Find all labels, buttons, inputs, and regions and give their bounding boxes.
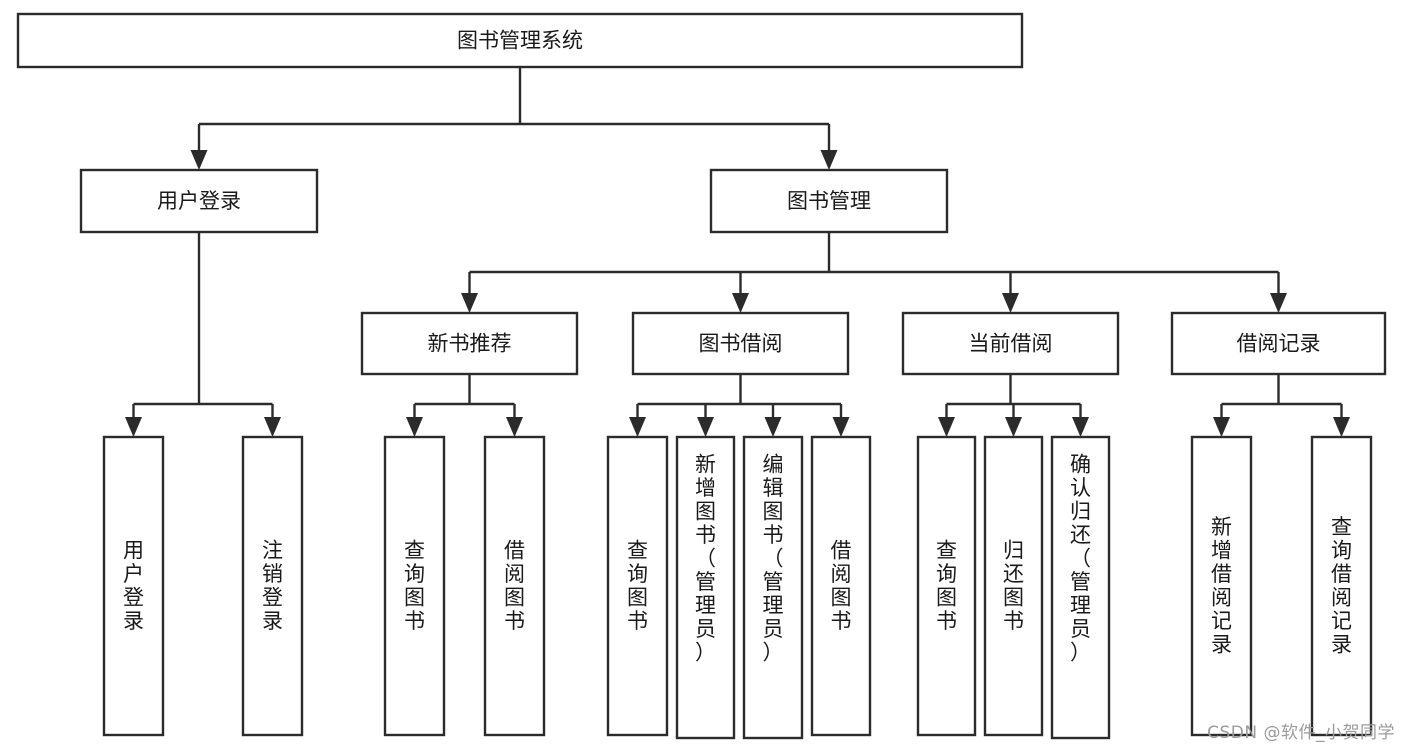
node-box xyxy=(810,435,872,737)
arrow-head-icon xyxy=(1213,417,1230,437)
node-box xyxy=(360,311,579,376)
node-box xyxy=(742,435,804,740)
arrow-head-icon xyxy=(820,150,838,170)
node-新增借阅记录[interactable]: 新增借阅记录 xyxy=(1190,435,1253,737)
node-图书管理系统[interactable]: 图书管理系统 xyxy=(16,12,1024,69)
arrow-head-icon xyxy=(264,417,281,437)
node-注销登录[interactable]: 注销登录 xyxy=(241,435,304,737)
node-label: 新增图书（管理员） xyxy=(695,452,716,664)
node-新增图书管理员[interactable]: 新增图书（管理员） xyxy=(675,435,736,740)
arrow-head-icon xyxy=(1072,417,1089,437)
node-label: 图书管理 xyxy=(787,189,871,213)
node-确认归还管理员[interactable]: 确认归还（管理员） xyxy=(1050,435,1111,740)
arrow-head-icon xyxy=(764,417,782,437)
node-查询借阅记录[interactable]: 查询借阅记录 xyxy=(1310,435,1373,737)
node-box xyxy=(241,435,304,737)
node-box xyxy=(1310,435,1373,737)
node-借阅图书[interactable]: 借阅图书 xyxy=(483,435,546,737)
node-label: 用户登录 xyxy=(157,189,241,213)
node-编辑图书管理员[interactable]: 编辑图书（管理员） xyxy=(742,435,804,740)
node-label: 借阅图书 xyxy=(504,538,525,633)
node-box xyxy=(631,311,850,376)
node-label: 新增借阅记录 xyxy=(1211,515,1232,657)
node-label: 图书管理系统 xyxy=(457,29,583,53)
node-查询图书[interactable]: 查询图书 xyxy=(606,435,669,737)
node-label: 查询图书 xyxy=(627,538,648,633)
diagram-nodes: 图书管理系统用户登录用户登录注销登录图书管理新书推荐查询图书借阅图书图书借阅查询… xyxy=(16,12,1387,740)
node-box xyxy=(1170,311,1387,376)
node-label: 查询借阅记录 xyxy=(1331,515,1352,657)
node-图书管理[interactable]: 图书管理 xyxy=(709,168,949,234)
arrow-head-icon xyxy=(406,417,423,437)
node-box xyxy=(1190,435,1253,737)
node-用户登录[interactable]: 用户登录 xyxy=(79,168,319,234)
arrow-head-icon xyxy=(461,293,478,313)
arrow-head-icon xyxy=(629,417,646,437)
node-图书借阅[interactable]: 图书借阅 xyxy=(631,311,850,376)
node-借阅图书[interactable]: 借阅图书 xyxy=(810,435,872,737)
node-label: 新书推荐 xyxy=(428,332,512,356)
node-label: 编辑图书（管理员） xyxy=(763,452,784,664)
arrow-head-icon xyxy=(1005,417,1022,437)
node-用户登录[interactable]: 用户登录 xyxy=(102,435,165,737)
arrow-head-icon xyxy=(732,293,749,313)
node-label: 查询图书 xyxy=(936,538,957,633)
node-box xyxy=(1050,435,1111,740)
node-box xyxy=(16,12,1024,69)
node-box xyxy=(102,435,165,737)
connector-edges xyxy=(125,67,1350,437)
node-label: 借阅记录 xyxy=(1237,332,1321,356)
node-label: 查询图书 xyxy=(404,538,425,633)
arrow-head-icon xyxy=(697,417,714,437)
node-box xyxy=(483,435,546,737)
arrow-head-icon xyxy=(938,417,955,437)
arrow-head-icon xyxy=(1002,293,1019,313)
node-box xyxy=(983,435,1044,737)
node-box xyxy=(383,435,446,737)
arrow-head-icon xyxy=(506,417,523,437)
node-box xyxy=(79,168,319,234)
node-box xyxy=(916,435,977,737)
node-box xyxy=(901,311,1120,376)
node-box xyxy=(675,435,736,740)
node-归还图书[interactable]: 归还图书 xyxy=(983,435,1044,737)
arrow-head-icon xyxy=(832,417,850,437)
node-label: 借阅图书 xyxy=(831,538,852,633)
node-查询图书[interactable]: 查询图书 xyxy=(916,435,977,737)
node-box xyxy=(606,435,669,737)
node-label: 图书借阅 xyxy=(699,332,783,356)
arrow-head-icon xyxy=(125,417,142,437)
node-label: 当前借阅 xyxy=(969,332,1053,356)
node-label: 用户登录 xyxy=(123,538,144,633)
arrow-head-icon xyxy=(190,150,208,170)
node-新书推荐[interactable]: 新书推荐 xyxy=(360,311,579,376)
node-box xyxy=(709,168,949,234)
node-label: 归还图书 xyxy=(1003,538,1024,633)
arrow-head-icon xyxy=(1333,417,1350,437)
arrow-head-icon xyxy=(1270,293,1287,313)
node-label: 确认归还（管理员） xyxy=(1070,452,1091,664)
node-借阅记录[interactable]: 借阅记录 xyxy=(1170,311,1387,376)
node-label: 注销登录 xyxy=(262,538,283,633)
node-当前借阅[interactable]: 当前借阅 xyxy=(901,311,1120,376)
node-查询图书[interactable]: 查询图书 xyxy=(383,435,446,737)
